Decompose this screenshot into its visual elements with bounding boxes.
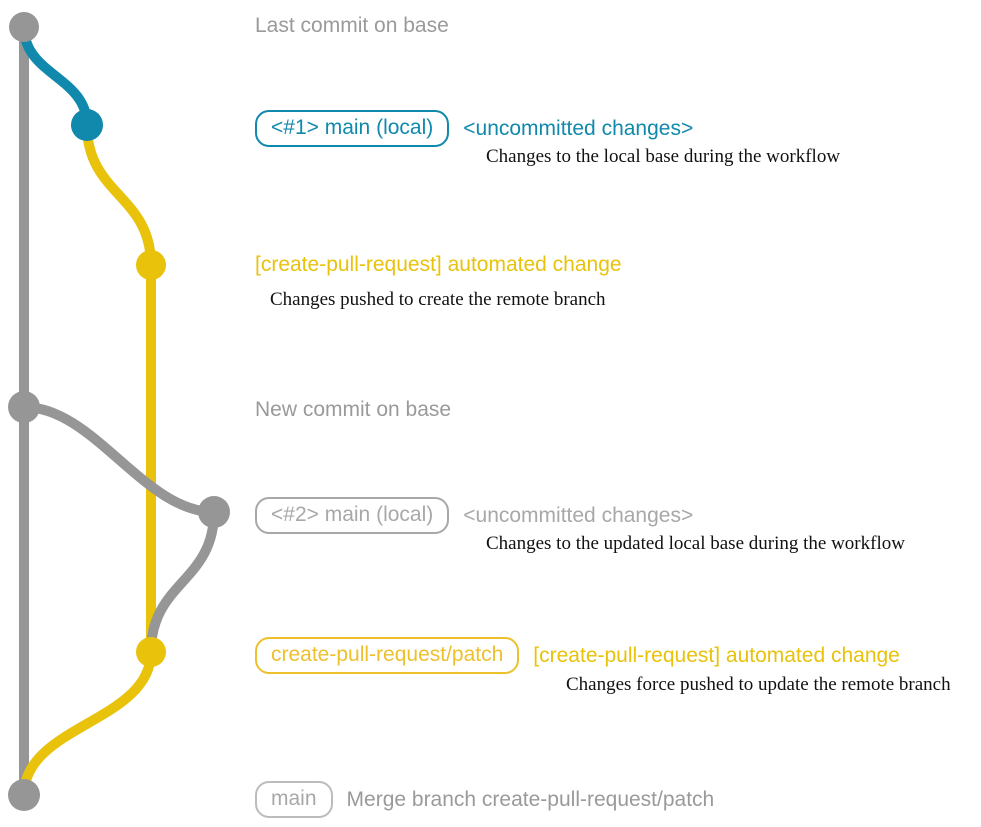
branch-badge-main[interactable]: main: [255, 781, 333, 818]
commit-row-automated-1: [create-pull-request] automated change: [255, 253, 622, 277]
merge-commit-node[interactable]: [8, 779, 40, 811]
branch-badge-patch[interactable]: create-pull-request/patch: [255, 637, 520, 674]
branch-badge-local-1[interactable]: <#1> main (local): [255, 110, 450, 147]
commit-headline: <uncommitted changes>: [463, 503, 694, 527]
edge-patch-2-to-merge: [19, 647, 156, 800]
edge-base-to-local-2: [19, 402, 219, 517]
branch-badge-local-2[interactable]: <#2> main (local): [255, 497, 450, 534]
commit-row-merge: main Merge branch create-pull-request/pa…: [255, 781, 714, 818]
commit-row-last-base: Last commit on base: [255, 14, 449, 38]
commit-headline: [create-pull-request] automated change: [255, 253, 622, 276]
automated-change-2-node[interactable]: [136, 637, 166, 667]
commit-row-automated-2: create-pull-request/patch [create-pull-r…: [255, 637, 900, 674]
edge-local-2-to-patch-2: [146, 507, 219, 657]
new-commit-on-base-node[interactable]: [8, 391, 40, 423]
commit-subline-automated-2: Changes force pushed to update the remot…: [566, 674, 951, 695]
commit-row-local-2: <#2> main (local) <uncommitted changes>: [255, 497, 693, 534]
commit-headline: Merge branch create-pull-request/patch: [346, 787, 715, 811]
commit-subline-automated-1: Changes pushed to create the remote bran…: [270, 289, 606, 310]
last-commit-on-base-node[interactable]: [9, 12, 39, 42]
commit-row-local-1: <#1> main (local) <uncommitted changes>: [255, 110, 693, 147]
local-main-1-node[interactable]: [71, 109, 103, 141]
automated-change-1-node[interactable]: [136, 250, 166, 280]
commit-headline: [create-pull-request] automated change: [533, 643, 900, 667]
commit-headline: <uncommitted changes>: [463, 116, 694, 140]
commit-subline-local-2: Changes to the updated local base during…: [486, 533, 905, 554]
edge-local-1-to-patch-1: [82, 120, 156, 270]
commit-row-new-base: New commit on base: [255, 398, 451, 422]
commit-headline: New commit on base: [255, 398, 452, 421]
local-main-2-node[interactable]: [198, 496, 230, 528]
commit-subline-local-1: Changes to the local base during the wor…: [486, 146, 841, 167]
commit-headline: Last commit on base: [255, 14, 449, 37]
